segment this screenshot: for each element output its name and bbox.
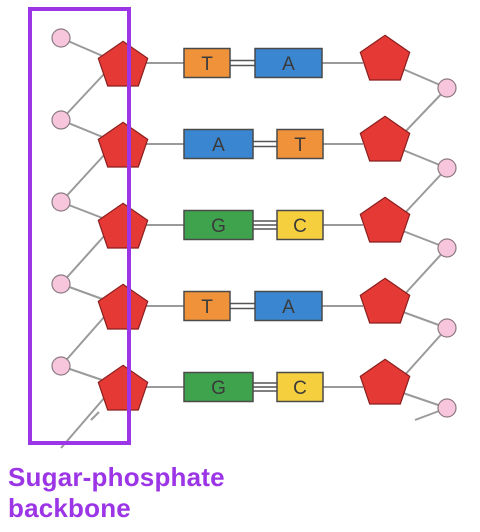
phosphate-circle-icon <box>51 110 71 130</box>
base-label: A <box>282 54 295 75</box>
backbone-segment <box>60 234 106 285</box>
sugar-pentagon-icon <box>97 40 149 87</box>
bond-lines <box>230 59 277 392</box>
base-a-right: A <box>254 47 323 79</box>
sugar-pentagon-icon <box>359 115 411 162</box>
bases: T A A T G C T A G C <box>183 47 324 403</box>
base-label: T <box>201 297 213 318</box>
base-g-left: G <box>183 371 254 403</box>
backbone-segment <box>402 167 448 216</box>
phosphate-circle-icon <box>437 158 457 178</box>
base-label: C <box>293 216 307 237</box>
caption-line-2: backbone <box>8 493 131 523</box>
pair-links <box>145 62 363 388</box>
backbone-segment <box>60 396 106 449</box>
base-label: A <box>282 297 295 318</box>
phosphate-circle-icon <box>437 238 457 258</box>
sugars <box>97 34 411 411</box>
backbone-caption: Sugar-phosphate backbone <box>8 462 225 524</box>
base-label: G <box>211 216 226 237</box>
phosphate-circle-icon <box>437 78 457 98</box>
backbone-segment <box>60 72 106 121</box>
backbone-segment <box>60 315 106 367</box>
phosphate-circle-icon <box>437 318 457 338</box>
phosphate-circle-icon <box>51 28 71 48</box>
phosphate-circle-icon <box>51 192 71 212</box>
base-t-right: T <box>276 128 324 160</box>
base-t-left: T <box>183 290 231 322</box>
backbone-segment <box>402 327 448 378</box>
base-g-left: G <box>183 209 254 241</box>
base-a-right: A <box>254 290 323 322</box>
base-c-right: C <box>276 209 324 241</box>
base-label: T <box>201 54 213 75</box>
backbone-segment <box>402 87 448 135</box>
sugar-pentagon-icon <box>97 283 149 330</box>
base-c-right: C <box>276 371 324 403</box>
base-t-left: T <box>183 47 231 79</box>
sugar-pentagon-icon <box>359 196 411 243</box>
base-label: A <box>212 135 225 156</box>
phosphate-circle-icon <box>51 356 71 376</box>
sugar-pentagon-icon <box>359 277 411 324</box>
phosphates <box>51 28 457 418</box>
base-label: G <box>211 378 226 399</box>
sugar-pentagon-icon <box>359 34 411 81</box>
base-a-left: A <box>183 128 254 160</box>
phosphate-circle-icon <box>51 274 71 294</box>
caption-line-1: Sugar-phosphate <box>8 462 225 492</box>
backbone-segment <box>90 411 100 421</box>
sugar-pentagon-icon <box>97 202 149 249</box>
sugar-pentagon-icon <box>359 358 411 405</box>
backbone-segment <box>402 247 448 297</box>
base-label: C <box>293 378 307 399</box>
backbone-segment <box>60 153 106 203</box>
sugar-pentagon-icon <box>97 364 149 411</box>
sugar-pentagon-icon <box>97 121 149 168</box>
backbone-highlight-box <box>28 7 131 445</box>
base-label: T <box>294 135 306 156</box>
phosphate-circle-icon <box>437 398 457 418</box>
